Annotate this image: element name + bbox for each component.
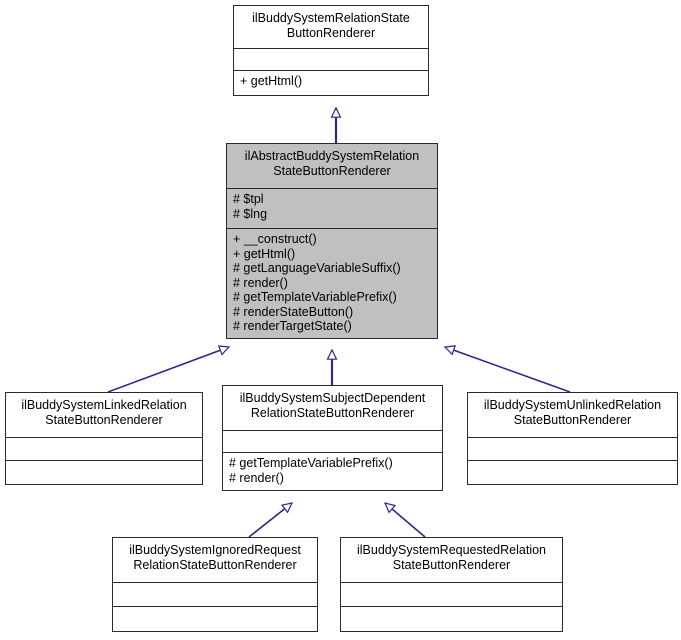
class-operations [468,461,677,484]
class-attributes [234,49,428,71]
class-operations [113,607,317,631]
class-attributes [113,583,317,607]
class-node-ilBuddySystemUnlinkedRelationStateButtonRenderer[interactable]: ilBuddySystemUnlinkedRelation StateButto… [467,392,678,485]
class-attributes [6,438,202,461]
class-node-ilBuddySystemIgnoredRequestRelationStateButtonRenderer[interactable]: ilBuddySystemIgnoredRequest RelationStat… [112,537,318,632]
class-node-ilBuddySystemRelationStateButtonRenderer[interactable]: ilBuddySystemRelationState ButtonRendere… [233,5,429,96]
class-operations: # getTemplateVariablePrefix() # render() [229,456,393,485]
class-name: ilBuddySystemSubjectDependent RelationSt… [223,386,442,431]
edge-linked-to-abstract [107,347,229,393]
edge-ignoredrequest-to-subjectdependent [248,503,292,538]
class-name: ilBuddySystemIgnoredRequest RelationStat… [113,538,317,583]
class-operations: + getHtml() [240,74,303,88]
class-operations [341,607,562,631]
class-node-ilBuddySystemRequestedRelationStateButtonRenderer[interactable]: ilBuddySystemRequestedRelation StateButt… [340,537,563,632]
class-attributes [341,583,562,607]
class-name: ilAbstractBuddySystemRelation StateButto… [227,144,437,189]
class-attributes [468,438,677,461]
edge-unlinked-to-abstract [445,347,571,393]
class-node-ilAbstractBuddySystemRelationStateButtonRenderer[interactable]: ilAbstractBuddySystemRelation StateButto… [226,143,438,339]
class-name: ilBuddySystemLinkedRelation StateButtonR… [6,393,202,438]
class-operations: + __construct() + getHtml() # getLanguag… [233,232,401,333]
class-name: ilBuddySystemRequestedRelation StateButt… [341,538,562,583]
class-name: ilBuddySystemRelationState ButtonRendere… [234,6,428,49]
class-node-ilBuddySystemLinkedRelationStateButtonRenderer[interactable]: ilBuddySystemLinkedRelation StateButtonR… [5,392,203,485]
class-operations [6,461,202,484]
class-attributes: # $tpl # $lng [227,189,437,229]
class-name: ilBuddySystemUnlinkedRelation StateButto… [468,393,677,438]
class-node-ilBuddySystemSubjectDependentRelationStateButtonRenderer[interactable]: ilBuddySystemSubjectDependent RelationSt… [222,385,443,491]
edge-requested-to-subjectdependent [385,503,426,538]
class-attributes [223,431,442,453]
